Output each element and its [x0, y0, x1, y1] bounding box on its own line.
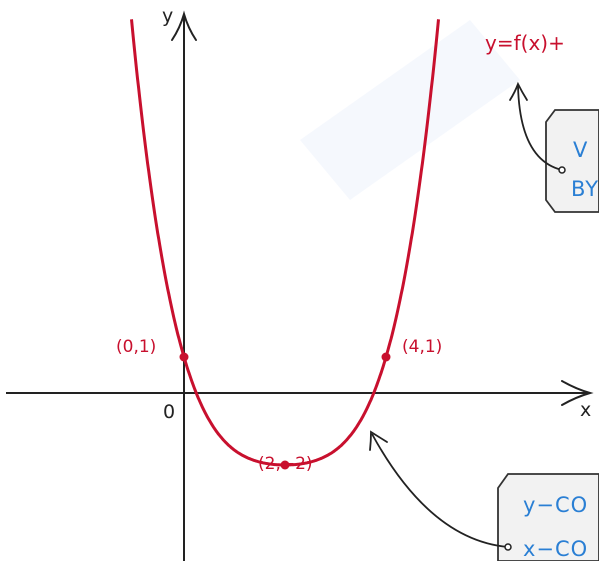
callout-top-arrow-anchor: [558, 166, 566, 174]
y-axis-arrowhead: [171, 10, 197, 41]
callout-bottom-arrowhead: [369, 430, 388, 451]
origin-label: 0: [163, 401, 175, 423]
point-label-4-1: (4,1): [402, 337, 442, 357]
callout-bottom-line2: x−CO: [523, 537, 588, 561]
point-label-0-1: (0,1): [116, 337, 156, 357]
point-4-1: [381, 352, 391, 362]
callout-top-arrowhead: [509, 81, 528, 101]
x-axis-arrowhead: [561, 380, 594, 406]
callout-top-line2: BY: [571, 177, 599, 201]
callout-top-arrow: [517, 85, 563, 171]
watermark-shape: [300, 20, 520, 200]
x-axis-label: x: [580, 399, 591, 421]
callout-top-line1: V: [573, 138, 588, 162]
callout-bottom-arrow-anchor: [504, 543, 512, 551]
equation-label: y=f(x)+: [485, 31, 565, 55]
callout-bottom-arrow: [371, 433, 509, 548]
y-axis-label: y: [162, 5, 173, 27]
point-vertex: [280, 460, 290, 470]
point-0-1: [179, 352, 189, 362]
callout-top-box: [545, 109, 599, 213]
callout-bottom-line1: y−CO: [523, 493, 588, 517]
point-label-vertex: (2,−2): [258, 454, 313, 474]
